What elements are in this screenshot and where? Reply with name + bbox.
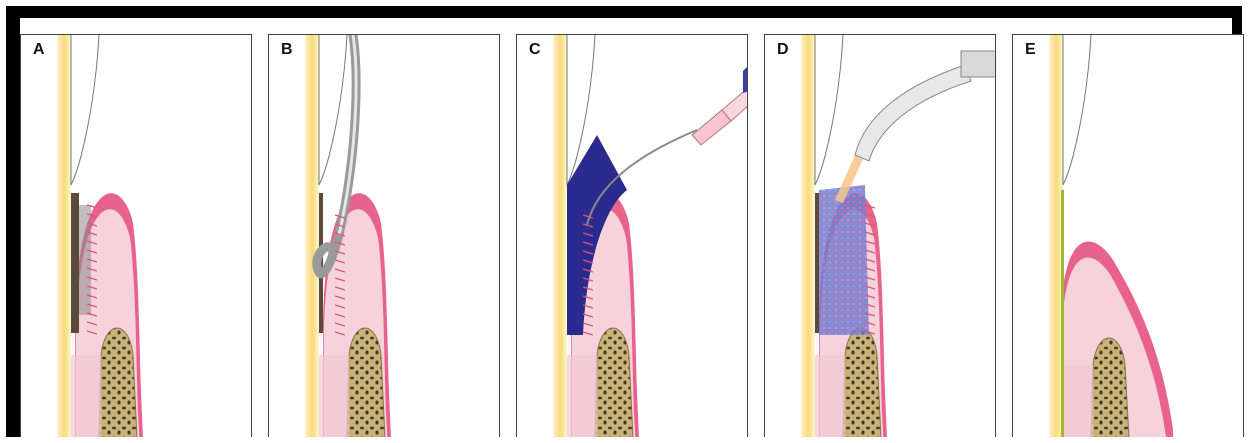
panel-c-illustration bbox=[517, 35, 748, 437]
laser-handpiece bbox=[855, 65, 971, 161]
panel-label-b: B bbox=[281, 41, 293, 59]
alveolar-bone bbox=[843, 328, 881, 437]
tooth-root bbox=[801, 35, 815, 437]
laser-handpiece-body bbox=[961, 51, 996, 77]
periodontal-ligament bbox=[567, 355, 597, 437]
panel-b: B bbox=[268, 34, 500, 437]
root-surface bbox=[815, 193, 819, 333]
panel-e: E bbox=[1012, 34, 1244, 437]
panel-a: A bbox=[20, 34, 252, 437]
tooth-crown bbox=[71, 35, 99, 185]
tooth-root bbox=[305, 35, 319, 437]
figure-canvas: A B C D E bbox=[20, 18, 1232, 437]
panel-label-d: D bbox=[777, 41, 789, 59]
panel-label-e: E bbox=[1025, 41, 1036, 59]
alveolar-bone bbox=[347, 328, 385, 437]
tooth-crown bbox=[319, 35, 347, 185]
panel-b-illustration bbox=[269, 35, 500, 437]
panel-c: C bbox=[516, 34, 748, 437]
panel-label-c: C bbox=[529, 41, 541, 59]
panel-label-a: A bbox=[33, 41, 45, 59]
alveolar-bone bbox=[99, 328, 137, 437]
tooth-root bbox=[1049, 35, 1063, 437]
tooth-root bbox=[57, 35, 71, 437]
syringe-hub bbox=[692, 110, 731, 145]
figure-frame: A B C D E bbox=[6, 6, 1242, 437]
tooth-root bbox=[553, 35, 567, 437]
periodontal-ligament bbox=[815, 355, 845, 437]
periodontal-ligament bbox=[71, 355, 101, 437]
periodontal-ligament bbox=[1063, 365, 1093, 437]
alveolar-bone bbox=[595, 328, 633, 437]
tooth-crown bbox=[815, 35, 843, 185]
panel-d-illustration bbox=[765, 35, 996, 437]
syringe-plunger bbox=[743, 65, 748, 93]
panel-e-illustration bbox=[1013, 35, 1244, 437]
tooth-crown bbox=[1063, 35, 1091, 185]
periodontal-ligament bbox=[319, 355, 349, 437]
panel-a-illustration bbox=[21, 35, 252, 437]
panel-d: D bbox=[764, 34, 996, 437]
calculus-deposit bbox=[71, 193, 79, 333]
reattached-root-surface bbox=[1061, 190, 1064, 437]
treated-pocket bbox=[819, 185, 869, 335]
